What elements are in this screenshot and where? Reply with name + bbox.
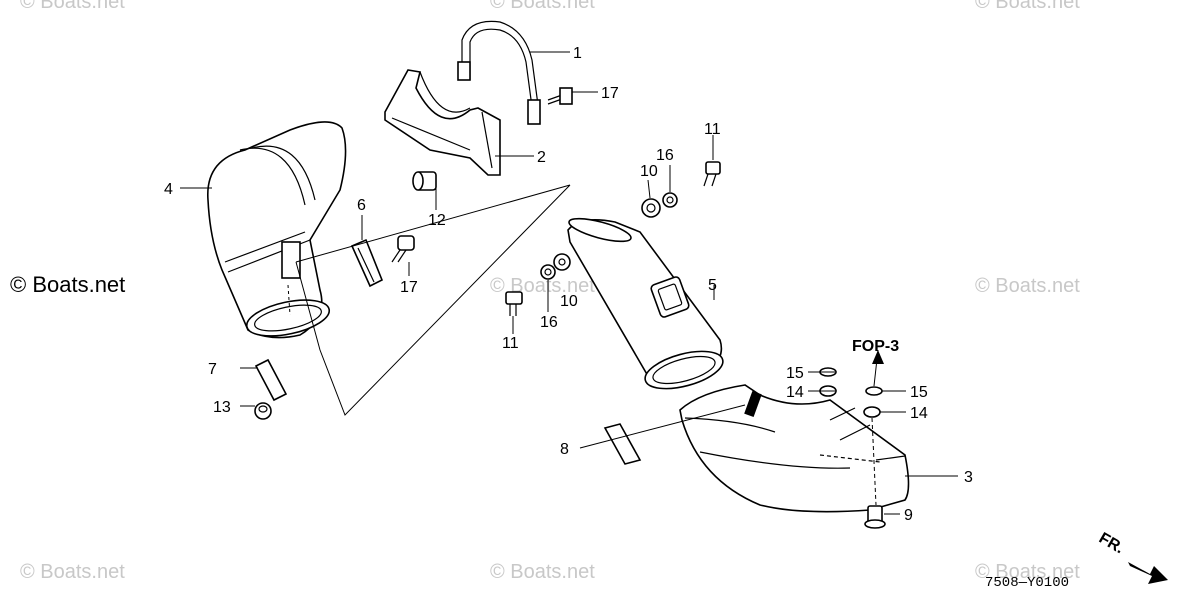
label-part-14-left: 14 [786, 384, 804, 401]
label-part-14-right: 14 [910, 405, 928, 422]
label-part-12: 12 [428, 212, 446, 229]
part-13-grommet [254, 402, 272, 420]
label-part-4: 4 [164, 181, 173, 198]
label-part-17-lower: 17 [400, 279, 418, 296]
label-part-1: 1 [573, 45, 582, 62]
up-arrow-icon [872, 350, 884, 364]
part-11-bolt-lower [505, 291, 523, 316]
label-part-3: 3 [964, 469, 973, 486]
label-part-11-upper: 11 [704, 121, 721, 138]
label-part-16-upper: 16 [656, 147, 674, 164]
watermark-bottom-right: © Boats.net [975, 561, 1080, 583]
part-10-16-washers-upper [641, 192, 678, 218]
part-6-clip [350, 238, 384, 288]
watermark-bottom-left: © Boats.net [20, 561, 125, 583]
watermarks: © Boats.net © Boats.net © Boats.net © Bo… [10, 0, 1080, 583]
watermark-right: © Boats.net [975, 275, 1080, 297]
part-17-screw-middle [391, 235, 415, 263]
watermark-top-center: © Boats.net [490, 0, 595, 13]
part-2-bracket [384, 69, 501, 176]
part-12-bolt [412, 171, 437, 191]
fop-reference: FOP-3 [852, 338, 899, 364]
front-label: FR. [1096, 530, 1127, 558]
part-17-bolt-upper [547, 87, 573, 105]
label-part-6: 6 [357, 197, 366, 214]
watermark-top-right: © Boats.net [975, 0, 1080, 13]
hidden-line [287, 284, 291, 316]
label-part-2: 2 [537, 149, 546, 166]
fop-reference-label: FOP-3 [852, 338, 899, 355]
label-part-13: 13 [213, 399, 231, 416]
label-part-5: 5 [708, 277, 717, 294]
part-4-elbow-duct [207, 121, 347, 339]
part-1-strap-band [457, 20, 541, 125]
label-part-9: 9 [904, 507, 913, 524]
watermark-left: © Boats.net [10, 272, 125, 297]
assembly-guide-line [295, 184, 571, 416]
part-7-clip [254, 358, 288, 402]
diagram-code: 7508—Y0100 [985, 575, 1069, 591]
part-5-tube [567, 217, 724, 390]
leader-lines [180, 51, 958, 515]
label-part-10-lower: 10 [560, 293, 578, 310]
front-direction-indicator: FR. [1096, 530, 1168, 584]
front-arrow-icon [1128, 562, 1168, 584]
label-part-17-upper: 17 [601, 85, 619, 102]
watermark-top-left: © Boats.net [20, 0, 125, 13]
label-part-8: 8 [560, 441, 569, 458]
part-labels: 1 2 3 4 5 6 7 8 9 10 10 11 11 12 13 14 1… [164, 45, 973, 524]
watermark-bottom-center: © Boats.net [490, 561, 595, 583]
part-11-bolt-upper [703, 161, 721, 187]
part-8-strip [603, 423, 642, 465]
part-9-bolt [864, 505, 886, 529]
label-part-7: 7 [208, 361, 217, 378]
label-part-15-right: 15 [910, 384, 928, 401]
label-part-11-lower: 11 [502, 335, 519, 352]
label-part-10-upper: 10 [640, 163, 658, 180]
label-part-15-left: 15 [786, 365, 804, 382]
part-10-16-washers-lower [540, 253, 571, 280]
label-part-16-lower: 16 [540, 314, 558, 331]
part-3-lower-duct [679, 384, 910, 513]
